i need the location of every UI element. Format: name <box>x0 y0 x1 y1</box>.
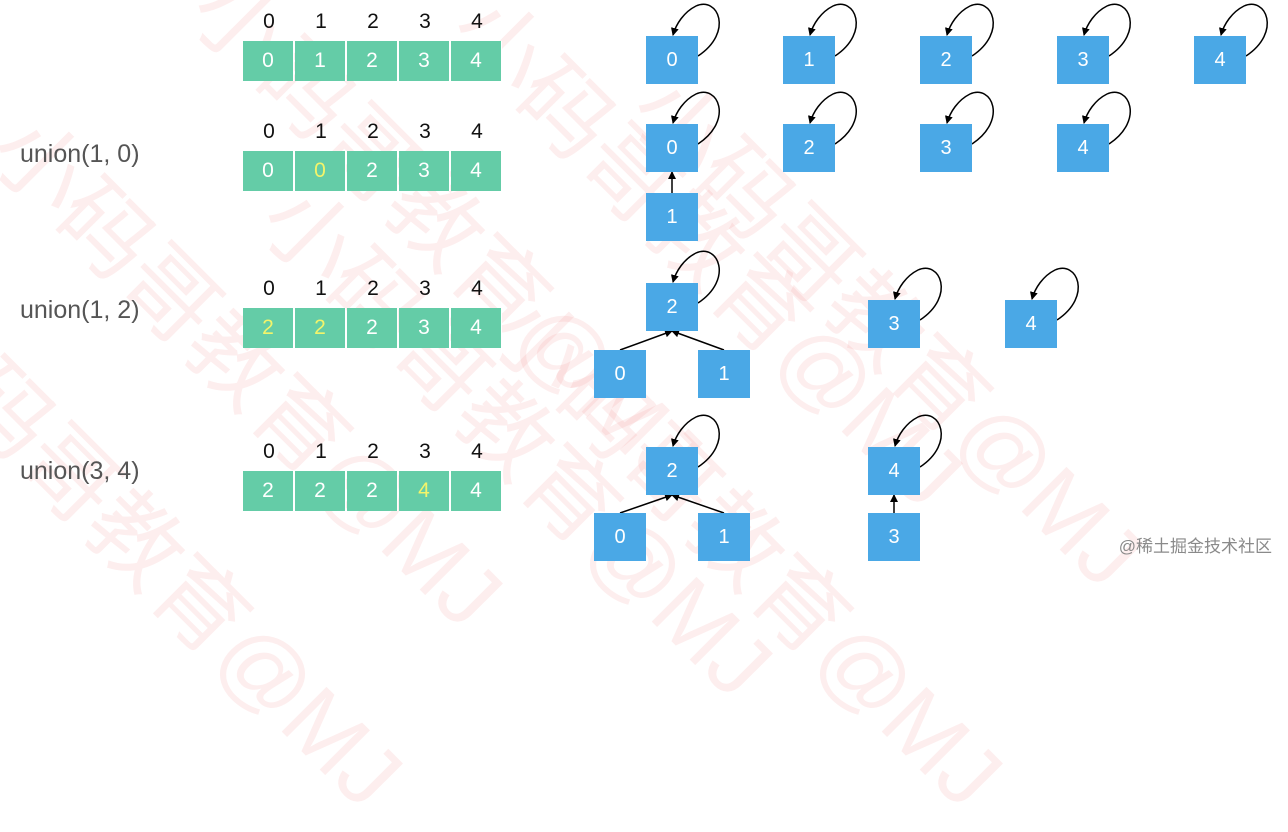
parent-array-cell: 4 <box>451 471 502 511</box>
parent-array-cell: 2 <box>347 151 398 191</box>
tree-node: 3 <box>920 124 972 172</box>
tree-node: 1 <box>783 36 835 84</box>
tree-node: 4 <box>1194 36 1246 84</box>
array-index-label: 1 <box>315 10 327 33</box>
tree-node: 0 <box>594 350 646 398</box>
self-loop-arrow <box>807 3 857 57</box>
parent-array-cell: 4 <box>451 308 502 348</box>
parent-link-arrow <box>671 493 725 514</box>
tree-node: 3 <box>1057 36 1109 84</box>
parent-array-cell: 2 <box>347 308 398 348</box>
self-loop-arrow <box>670 3 720 57</box>
tree-node: 0 <box>594 513 646 561</box>
tree-links-layer <box>619 3 1268 514</box>
tree-node: 3 <box>868 513 920 561</box>
self-loop-arrow <box>1081 91 1131 145</box>
self-loop-arrow <box>670 91 720 145</box>
tree-node: 2 <box>783 124 835 172</box>
array-index-label: 3 <box>419 277 431 300</box>
tree-node: 1 <box>698 350 750 398</box>
parent-array-cell: 0 <box>243 41 294 81</box>
array-index-label: 2 <box>367 440 379 463</box>
operation-label: union(1, 2) <box>20 296 140 324</box>
tree-node: 3 <box>868 300 920 348</box>
array-index-label: 3 <box>419 10 431 33</box>
parent-array-cell: 4 <box>451 151 502 191</box>
parent-link-arrow <box>671 329 725 351</box>
array-index-label: 0 <box>263 277 275 300</box>
parent-array-cell: 1 <box>295 41 346 81</box>
tree-node: 4 <box>1057 124 1109 172</box>
parent-array-cell: 3 <box>399 41 450 81</box>
parent-array-cell: 2 <box>243 471 294 511</box>
self-loop-arrow <box>1218 3 1268 57</box>
tree-node: 4 <box>1005 300 1057 348</box>
self-loop-arrow <box>944 91 994 145</box>
array-index-label: 2 <box>367 120 379 143</box>
self-loop-arrow <box>892 267 942 321</box>
parent-array-cell: 2 <box>295 471 346 511</box>
parent-array-cell: 0 <box>243 151 294 191</box>
array-index-label: 2 <box>367 10 379 33</box>
array-index-label: 4 <box>471 277 483 300</box>
parent-array-cell: 4 <box>451 41 502 81</box>
tree-node: 4 <box>868 447 920 495</box>
self-loop-arrow <box>1081 3 1131 57</box>
parent-link-arrow <box>619 493 673 514</box>
parent-array-cell: 3 <box>399 151 450 191</box>
array-index-label: 4 <box>471 10 483 33</box>
array-index-label: 1 <box>315 120 327 143</box>
parent-array-cell: 2 <box>295 308 346 348</box>
self-loop-arrow <box>892 414 942 468</box>
self-loop-arrow <box>670 250 720 304</box>
self-loop-arrow <box>1029 267 1079 321</box>
array-index-label: 1 <box>315 277 327 300</box>
array-index-label: 0 <box>263 10 275 33</box>
site-credit: @稀土掘金技术社区 <box>1118 537 1272 556</box>
array-index-label: 3 <box>419 440 431 463</box>
operation-label: union(1, 0) <box>20 140 140 168</box>
tree-node: 0 <box>646 124 698 172</box>
array-index-label: 2 <box>367 277 379 300</box>
array-index-label: 4 <box>471 120 483 143</box>
operation-label: union(3, 4) <box>20 457 140 485</box>
self-loop-arrow <box>807 91 857 145</box>
tree-node: 2 <box>920 36 972 84</box>
tree-node: 1 <box>698 513 750 561</box>
parent-link-arrow <box>619 329 673 351</box>
parent-array-cell: 3 <box>399 308 450 348</box>
array-index-label: 0 <box>263 440 275 463</box>
array-index-label: 0 <box>263 120 275 143</box>
tree-node: 2 <box>646 447 698 495</box>
self-loop-arrow <box>944 3 994 57</box>
array-index-label: 3 <box>419 120 431 143</box>
self-loop-arrow <box>670 414 720 468</box>
parent-array-cell: 2 <box>347 41 398 81</box>
tree-node: 0 <box>646 36 698 84</box>
parent-array-cell: 4 <box>399 471 450 511</box>
tree-node: 2 <box>646 283 698 331</box>
parent-array-cell: 0 <box>295 151 346 191</box>
array-index-label: 4 <box>471 440 483 463</box>
parent-array-cell: 2 <box>243 308 294 348</box>
array-index-label: 1 <box>315 440 327 463</box>
tree-node: 1 <box>646 193 698 241</box>
parent-array-cell: 2 <box>347 471 398 511</box>
